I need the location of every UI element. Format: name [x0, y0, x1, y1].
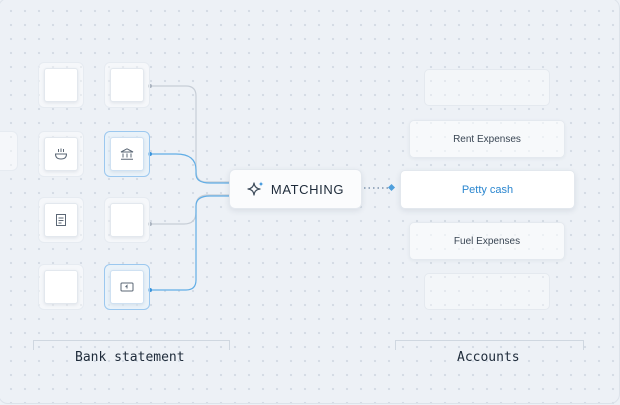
- offscreen-card-stub: [0, 131, 18, 171]
- statement-tile-active[interactable]: [104, 131, 150, 177]
- matching-label: MATCHING: [270, 181, 345, 197]
- dining-icon: [54, 148, 68, 160]
- statement-tile[interactable]: [38, 197, 84, 243]
- account-label: Rent Expenses: [453, 133, 521, 145]
- connector-line-4: [150, 195, 230, 291]
- receipt-icon: [56, 214, 66, 226]
- statement-tile[interactable]: [38, 131, 84, 177]
- bank-statement-bracket: [33, 340, 230, 350]
- account-card-petty-cash[interactable]: Petty cash: [400, 170, 575, 209]
- account-placeholder-card: [424, 69, 550, 106]
- statement-tile[interactable]: [38, 62, 84, 108]
- account-card-fuel-expenses[interactable]: Fuel Expenses: [409, 222, 565, 260]
- statement-tile-body: [110, 203, 144, 237]
- banknote-icon: [120, 282, 134, 292]
- statement-tile-active[interactable]: [104, 264, 150, 310]
- account-placeholder-card: [424, 273, 550, 310]
- dotted-link-diamond: [387, 183, 396, 192]
- accounts-label: Accounts: [457, 350, 520, 365]
- statement-tile-body: [110, 68, 144, 102]
- statement-tile-body: [44, 137, 78, 171]
- bank-icon: [120, 148, 134, 160]
- connector-line-2: [150, 153, 230, 184]
- account-label: Fuel Expenses: [453, 235, 521, 247]
- statement-tile-body: [44, 270, 78, 304]
- bank-statement-label: Bank statement: [75, 350, 185, 365]
- connector-line-1: [150, 85, 230, 183]
- accounts-bracket: [395, 340, 584, 350]
- account-label: Petty cash: [461, 183, 514, 196]
- statement-tile-body: [44, 68, 78, 102]
- statement-tile[interactable]: [104, 62, 150, 108]
- statement-tile[interactable]: [38, 264, 84, 310]
- connector-line-3: [150, 194, 230, 225]
- statement-tile-body: [110, 270, 144, 304]
- statement-tile-body: [110, 137, 144, 171]
- statement-tile-body: [44, 203, 78, 237]
- statement-tile[interactable]: [104, 197, 150, 243]
- account-card-rent-expenses[interactable]: Rent Expenses: [409, 120, 565, 158]
- sparkle-icon: [247, 181, 264, 196]
- matching-node[interactable]: MATCHING: [229, 169, 362, 209]
